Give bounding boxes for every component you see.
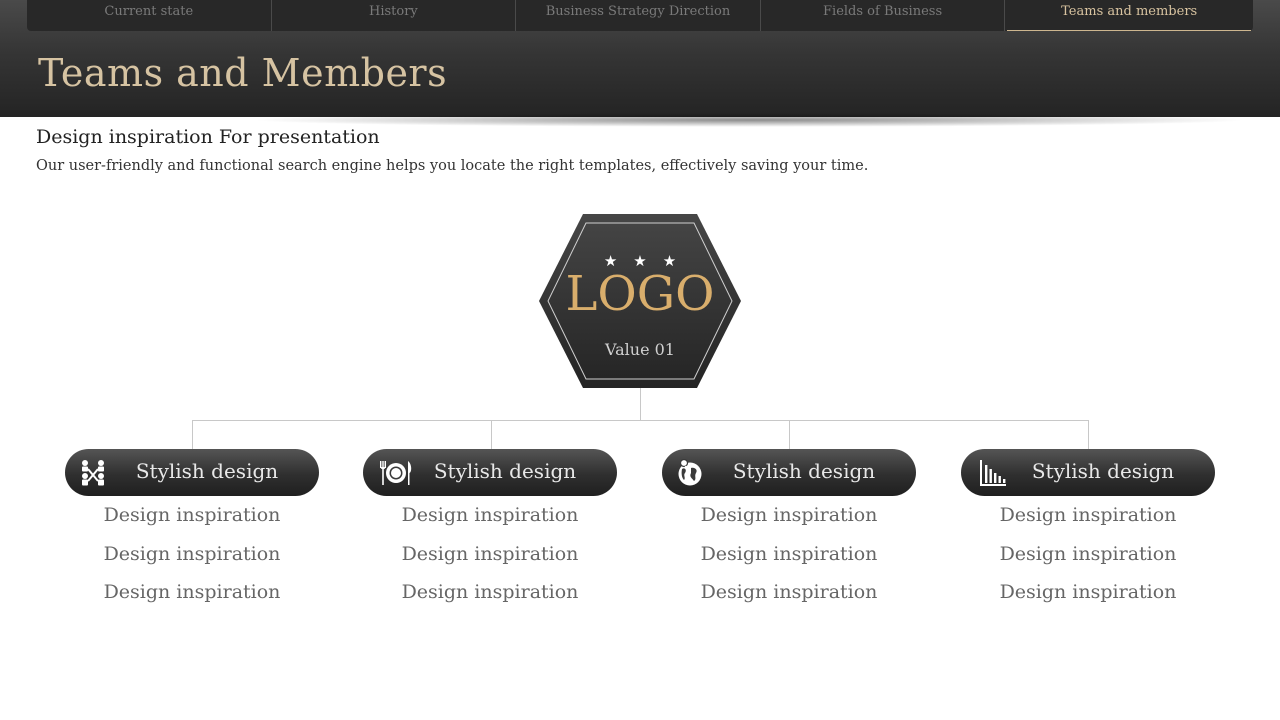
column-2-item-3: Design inspiration — [401, 581, 579, 603]
column-2-item-1: Design inspiration — [401, 504, 579, 526]
category-title: Stylish design — [135, 459, 279, 483]
category-pill-3[interactable]: Stylish design — [662, 449, 916, 496]
category-title: Stylish design — [1031, 459, 1175, 483]
column-4-item-1: Design inspiration — [999, 504, 1177, 526]
header-shadow — [250, 113, 1250, 127]
connector-vertical-main — [640, 388, 641, 420]
column-2-item-2: Design inspiration — [401, 543, 579, 565]
column-3-item-2: Design inspiration — [700, 543, 878, 565]
connector-branch-4 — [1088, 420, 1089, 449]
connector-branch-2 — [491, 420, 492, 449]
category-pill-1[interactable]: Stylish design — [65, 449, 319, 496]
column-1-item-2: Design inspiration — [103, 543, 281, 565]
category-pill-4[interactable]: Stylish design — [961, 449, 1215, 496]
section-description: Our user-friendly and functional search … — [36, 158, 869, 174]
column-4-item-2: Design inspiration — [999, 543, 1177, 565]
tab-fields-of-business[interactable]: Fields of Business — [761, 0, 1006, 31]
column-1-item-3: Design inspiration — [103, 581, 281, 603]
section-subtitle: Design inspiration For presentation — [36, 126, 380, 148]
connector-branch-3 — [789, 420, 790, 449]
page-title: Teams and Members — [38, 51, 448, 95]
connector-branch-1 — [192, 420, 193, 449]
team-structure-icon — [82, 460, 104, 486]
logo-text: LOGO — [565, 266, 715, 322]
category-title: Stylish design — [433, 459, 577, 483]
column-3-item-3: Design inspiration — [700, 581, 878, 603]
tab-current-state[interactable]: Current state — [27, 0, 272, 31]
column-4-item-3: Design inspiration — [999, 581, 1177, 603]
nav-tabs: Current state History Business Strategy … — [27, 0, 1253, 31]
bar-chart-icon — [980, 460, 1006, 486]
tab-history[interactable]: History — [272, 0, 517, 31]
tab-business-strategy-direction[interactable]: Business Strategy Direction — [516, 0, 761, 31]
category-title: Stylish design — [732, 459, 876, 483]
connector-horizontal — [192, 420, 1089, 421]
category-pill-2[interactable]: Stylish design — [363, 449, 617, 496]
dining-plate-icon — [380, 461, 412, 485]
value-label: Value 01 — [605, 340, 675, 359]
globe-pin-icon — [678, 459, 702, 486]
tab-teams-and-members[interactable]: Teams and members — [1007, 0, 1251, 31]
logo-hexagon — [539, 214, 741, 388]
column-3-item-1: Design inspiration — [700, 504, 878, 526]
stars-decoration: ★★★ — [603, 252, 693, 270]
column-1-item-1: Design inspiration — [103, 504, 281, 526]
